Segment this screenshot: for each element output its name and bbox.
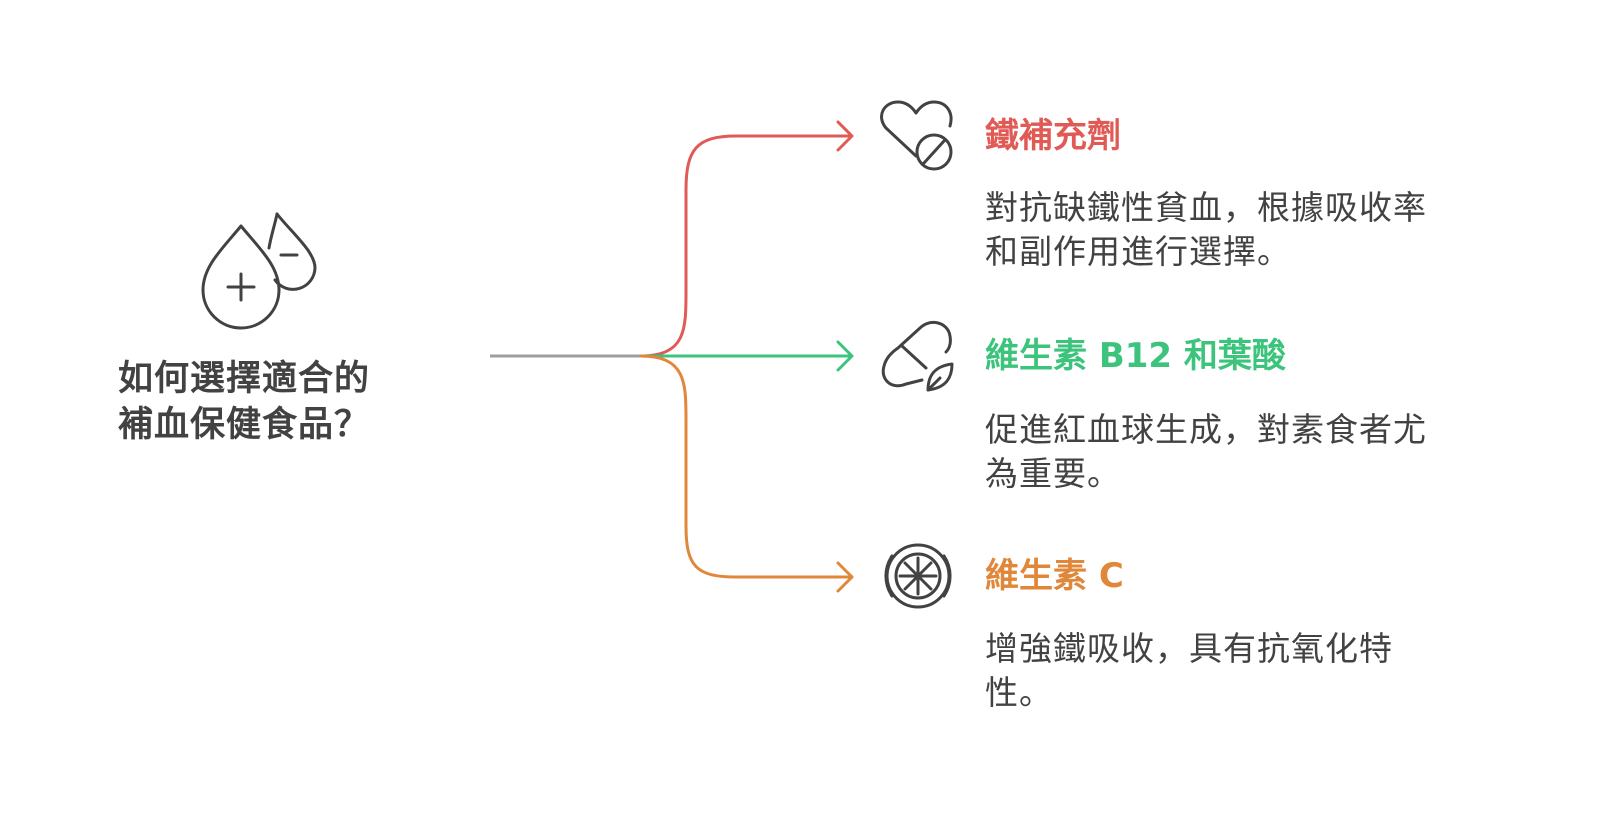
branch-title-vitamin-c: 維生素 C — [985, 556, 1124, 596]
root-question: 如何選擇適合的 補血保健食品？ — [118, 356, 438, 448]
branch-connector-iron — [639, 134, 852, 358]
branch-title-iron: 鐵補充劑 — [985, 116, 1121, 156]
branch-desc-b12: 促進紅血球生成，對素食者尤 為重要。 — [985, 408, 1525, 496]
root-question-line-2: 補血保健食品？ — [118, 405, 371, 445]
capsule-leaf-icon — [881, 320, 954, 392]
arrowhead-b12 — [836, 340, 854, 372]
heart-no-icon — [880, 100, 953, 171]
branch-desc-b12-line-2: 為重要。 — [985, 454, 1121, 493]
branch-desc-vitamin-c-line-1: 增強鐵吸收，具有抗氧化特 — [985, 629, 1393, 668]
root-question-line-1: 如何選擇適合的 — [118, 359, 371, 399]
branch-desc-iron-line-2: 和副作用進行選擇。 — [985, 232, 1291, 271]
branch-title-b12: 維生素 B12 和葉酸 — [985, 336, 1286, 376]
branch-desc-vitamin-c-line-2: 性。 — [985, 673, 1053, 712]
branch-desc-vitamin-c: 增強鐵吸收，具有抗氧化特 性。 — [985, 627, 1525, 715]
branch-desc-b12-line-1: 促進紅血球生成，對素食者尤 — [985, 410, 1427, 449]
arrowhead-vitc — [836, 561, 854, 593]
citrus-slice-icon — [884, 543, 952, 609]
branch-connector-vitc — [639, 354, 852, 579]
branch-desc-iron-line-1: 對抗缺鐵性貧血，根據吸收率 — [985, 188, 1427, 227]
branch-desc-iron: 對抗缺鐵性貧血，根據吸收率 和副作用進行選擇。 — [985, 186, 1525, 274]
arrowhead-iron — [836, 120, 854, 152]
blood-drops-plus-minus-icon — [201, 212, 317, 330]
